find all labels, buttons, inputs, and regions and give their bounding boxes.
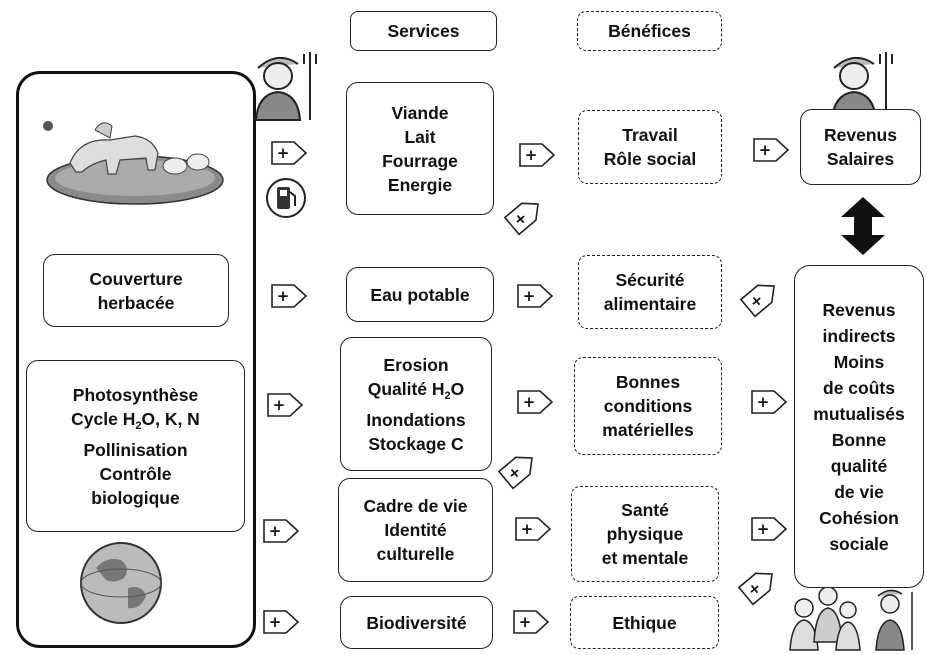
plus-symbol: + xyxy=(269,613,282,631)
people-group-icon xyxy=(789,586,913,651)
process-cycle: Cycle H2O, K, N xyxy=(71,408,200,432)
plus-symbol: + xyxy=(523,287,536,305)
service-culturelle: culturelle xyxy=(376,544,455,564)
process-pollinisation: Pollinisation xyxy=(83,439,188,460)
plus-arrow-icon: + xyxy=(739,284,775,318)
plus-arrow-icon: + xyxy=(751,517,788,541)
benefit-ethique: Ethique xyxy=(612,612,677,633)
outcome-line: sociale xyxy=(829,533,889,554)
plus-arrow-icon: + xyxy=(271,141,308,165)
plus-arrow-icon: + xyxy=(267,393,304,417)
services-header-label: Services xyxy=(387,21,460,41)
plus-symbol: + xyxy=(519,613,532,631)
service-identite: Identité xyxy=(384,520,447,540)
service-energie: Energie xyxy=(387,174,453,195)
outcome-box-salaires: Revenus Salaires xyxy=(800,109,921,185)
outcome-line: Moins xyxy=(833,351,885,372)
plus-symbol: + xyxy=(269,522,282,540)
outcome-line: de vie xyxy=(834,481,884,502)
benefit-securite: Sécurité xyxy=(615,270,685,290)
outcome-revenus: Revenus xyxy=(824,125,897,145)
benefit-box-sante: Santé physique et mentale xyxy=(571,486,719,582)
service-lait: Lait xyxy=(404,126,436,147)
services-header: Services xyxy=(350,11,497,51)
plus-symbol: + xyxy=(523,393,536,411)
service-box-eau: Eau potable xyxy=(346,267,494,322)
pasture-animals-icon xyxy=(43,121,224,205)
benefit-box-securite: Sécurité alimentaire xyxy=(578,255,722,329)
benefit-box-travail: Travail Rôle social xyxy=(578,110,722,184)
plus-arrow-icon: + xyxy=(753,138,790,162)
benefit-materielles: matérielles xyxy=(602,420,694,440)
outcome-line: Bonne xyxy=(831,429,887,450)
service-stockage: Stockage C xyxy=(368,433,464,454)
outcome-salaires: Salaires xyxy=(826,149,895,169)
benefit-box-ethique: Ethique xyxy=(570,596,719,649)
plus-arrow-icon: + xyxy=(503,202,539,236)
service-fourrage: Fourrage xyxy=(382,150,458,171)
plus-symbol: + xyxy=(277,287,290,305)
benefit-role-social: Rôle social xyxy=(603,149,697,169)
benefices-header-label: Bénéfices xyxy=(608,21,691,41)
ecosystem-frame xyxy=(16,71,256,648)
plus-arrow-icon: + xyxy=(513,610,550,634)
plus-arrow-icon: + xyxy=(751,390,788,414)
benefit-bonnes: Bonnes xyxy=(615,372,681,392)
plus-symbol: + xyxy=(277,144,290,162)
benefit-travail: Travail xyxy=(622,125,678,145)
plus-symbol: + xyxy=(759,141,772,159)
service-box-production: Viande Lait Fourrage Energie xyxy=(346,82,494,215)
benefit-box-conditions: Bonnes conditions matérielles xyxy=(574,357,722,455)
benefit-mentale: et mentale xyxy=(601,548,689,568)
benefit-alimentaire: alimentaire xyxy=(603,294,697,314)
plus-arrow-icon: + xyxy=(737,572,773,606)
service-eau-potable: Eau potable xyxy=(370,284,470,305)
process-biologique: biologique xyxy=(91,487,180,508)
service-cadre-de-vie: Cadre de vie xyxy=(363,496,468,516)
plus-symbol: + xyxy=(757,393,770,411)
process-controle: Contrôle xyxy=(99,463,172,484)
plus-symbol: + xyxy=(757,520,770,538)
outcome-line: mutualisés xyxy=(813,403,905,424)
benefit-physique: physique xyxy=(606,524,684,544)
benefices-header: Bénéfices xyxy=(577,11,722,51)
service-viande: Viande xyxy=(391,102,449,123)
plus-symbol: + xyxy=(525,146,538,164)
plus-arrow-icon: + xyxy=(497,456,533,490)
processes-box: Photosynthèse Cycle H2O, K, N Pollinisat… xyxy=(26,360,245,532)
globe-icon xyxy=(80,542,162,624)
plus-arrow-icon: + xyxy=(515,517,552,541)
plus-symbol: + xyxy=(273,396,286,414)
service-box-regulation: Erosion Qualité H2O Inondations Stockage… xyxy=(340,337,492,471)
benefit-conditions: conditions xyxy=(603,396,693,416)
service-erosion: Erosion xyxy=(383,354,449,375)
process-photosynthese: Photosynthèse xyxy=(72,384,199,405)
plus-arrow-icon: + xyxy=(271,284,308,308)
couverture-line-1: Couverture xyxy=(89,268,183,289)
service-inondations: Inondations xyxy=(366,409,466,430)
fuel-pump-icon xyxy=(266,178,306,218)
service-biodiversite: Biodiversité xyxy=(366,612,467,633)
plus-arrow-icon: + xyxy=(517,390,554,414)
double-arrow-icon xyxy=(841,197,885,255)
couverture-line-2: herbacée xyxy=(97,292,175,313)
outcome-box-indirects: Revenus indirects Moins de coûts mutuali… xyxy=(794,265,924,588)
plus-arrow-icon: + xyxy=(519,143,556,167)
outcome-line: indirects xyxy=(822,325,896,346)
plus-arrow-icon: + xyxy=(263,610,300,634)
service-box-culturel: Cadre de vie Identité culturelle xyxy=(338,478,493,582)
outcome-line: Revenus xyxy=(822,299,896,320)
couverture-herbacee-box: Couverture herbacée xyxy=(43,254,229,327)
plus-arrow-icon: + xyxy=(263,519,300,543)
outcome-line: Cohésion xyxy=(819,507,899,528)
farmer-icon xyxy=(254,52,317,121)
outcome-line: de coûts xyxy=(823,377,895,398)
outcome-line: qualité xyxy=(830,455,888,476)
service-qualite-eau: Qualité H2O xyxy=(367,378,465,402)
service-box-biodiversite: Biodiversité xyxy=(340,596,493,649)
benefit-sante: Santé xyxy=(621,500,669,520)
plus-arrow-icon: + xyxy=(517,284,554,308)
plus-symbol: + xyxy=(521,520,534,538)
